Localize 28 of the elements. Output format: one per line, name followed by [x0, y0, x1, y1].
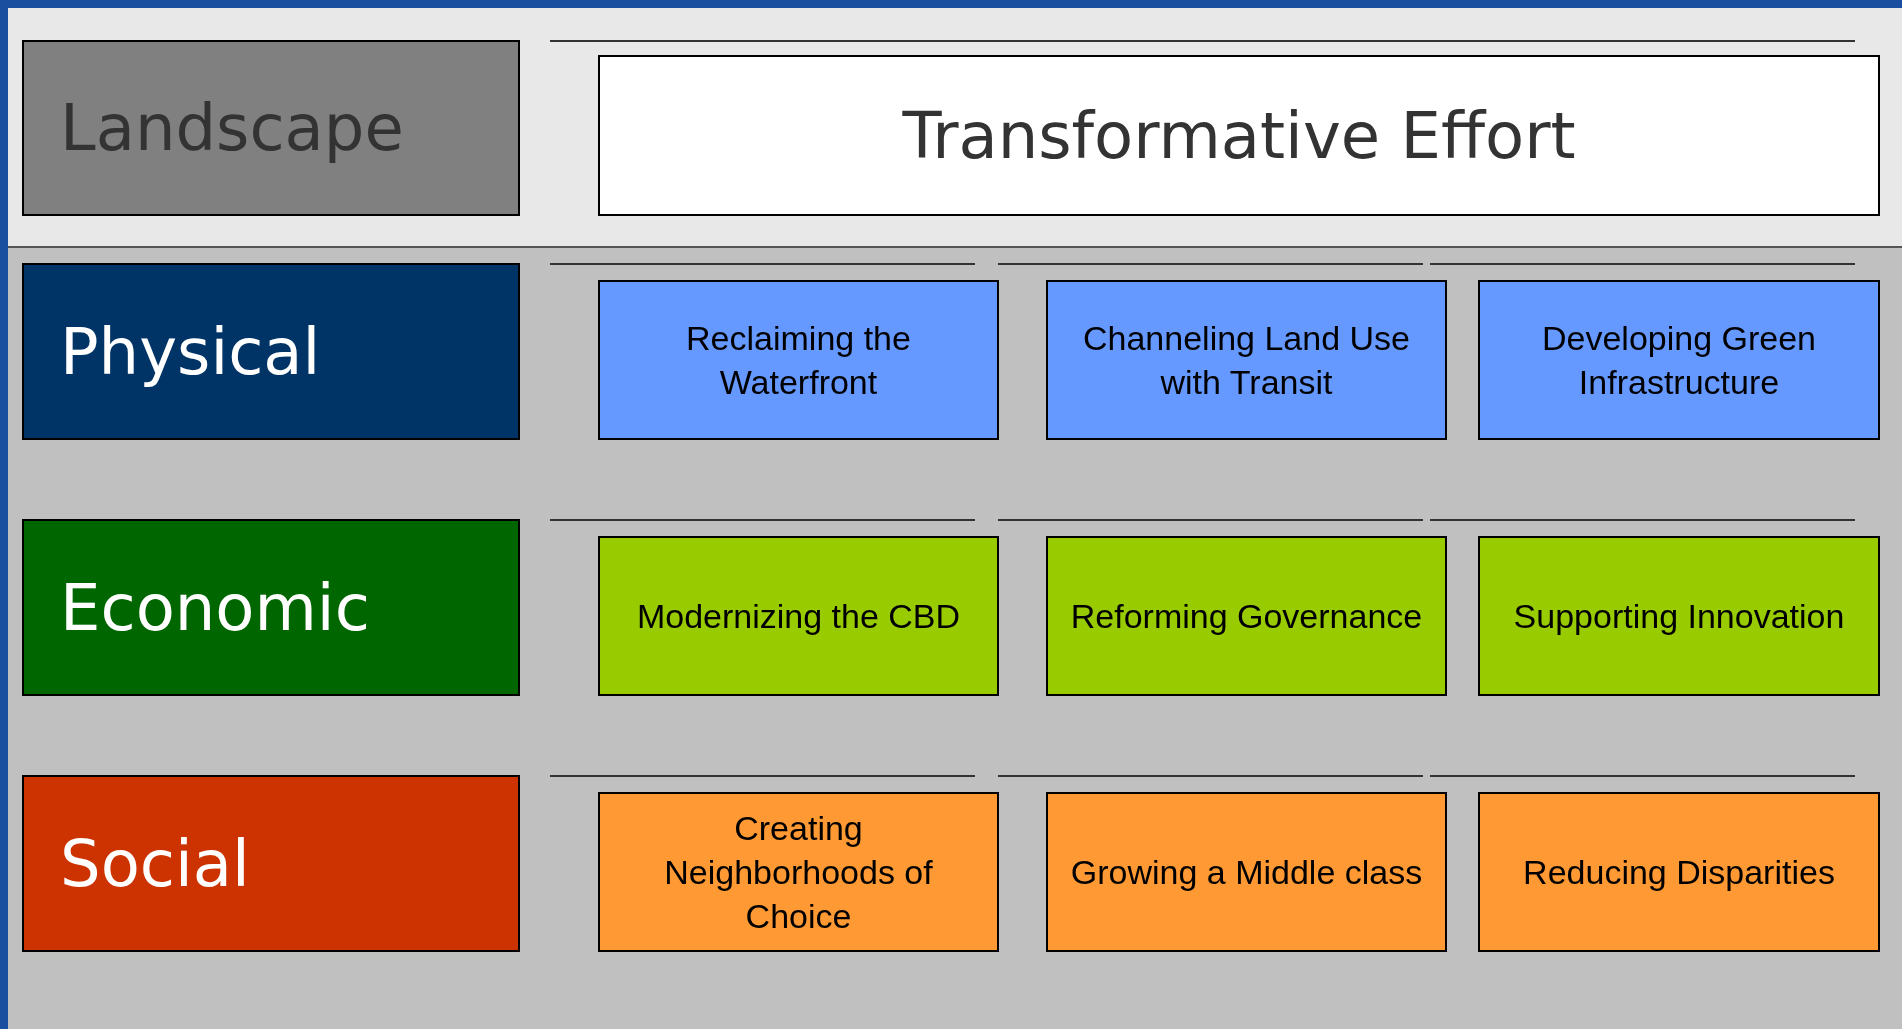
effort-box [598, 280, 999, 440]
category-box [22, 40, 520, 216]
box-label: Modernizing the CBD [636, 595, 961, 637]
box-label: Landscape [60, 90, 404, 167]
box-label: Growing a Middle class [1070, 851, 1423, 893]
effort-box [1046, 536, 1447, 696]
box-label: Reclaiming the Waterfront [685, 317, 912, 403]
category-box [22, 519, 520, 696]
box-label: Transformative Effort [902, 97, 1576, 175]
box-label: Reducing Disparities [1523, 851, 1835, 893]
box-label: Reforming Governance [1070, 595, 1423, 637]
box-label: Physical [60, 313, 321, 391]
effort-box [598, 792, 999, 952]
effort-box [1478, 536, 1880, 696]
box-label: Creating Neighborhoods of Choice [663, 807, 934, 938]
effort-box [598, 536, 999, 696]
effort-box [1046, 280, 1447, 440]
effort-box [1478, 792, 1880, 952]
box-label: Social [60, 825, 250, 903]
box-label: Channeling Land Use with Transit [1082, 317, 1411, 403]
box-label: Economic [60, 569, 370, 647]
category-box [22, 775, 520, 952]
effort-box [1046, 792, 1447, 952]
box-label: Developing Green Infrastructure [1540, 317, 1818, 403]
title-box [598, 55, 1880, 216]
category-box [22, 263, 520, 440]
box-label: Supporting Innovation [1513, 595, 1845, 637]
effort-box [1478, 280, 1880, 440]
